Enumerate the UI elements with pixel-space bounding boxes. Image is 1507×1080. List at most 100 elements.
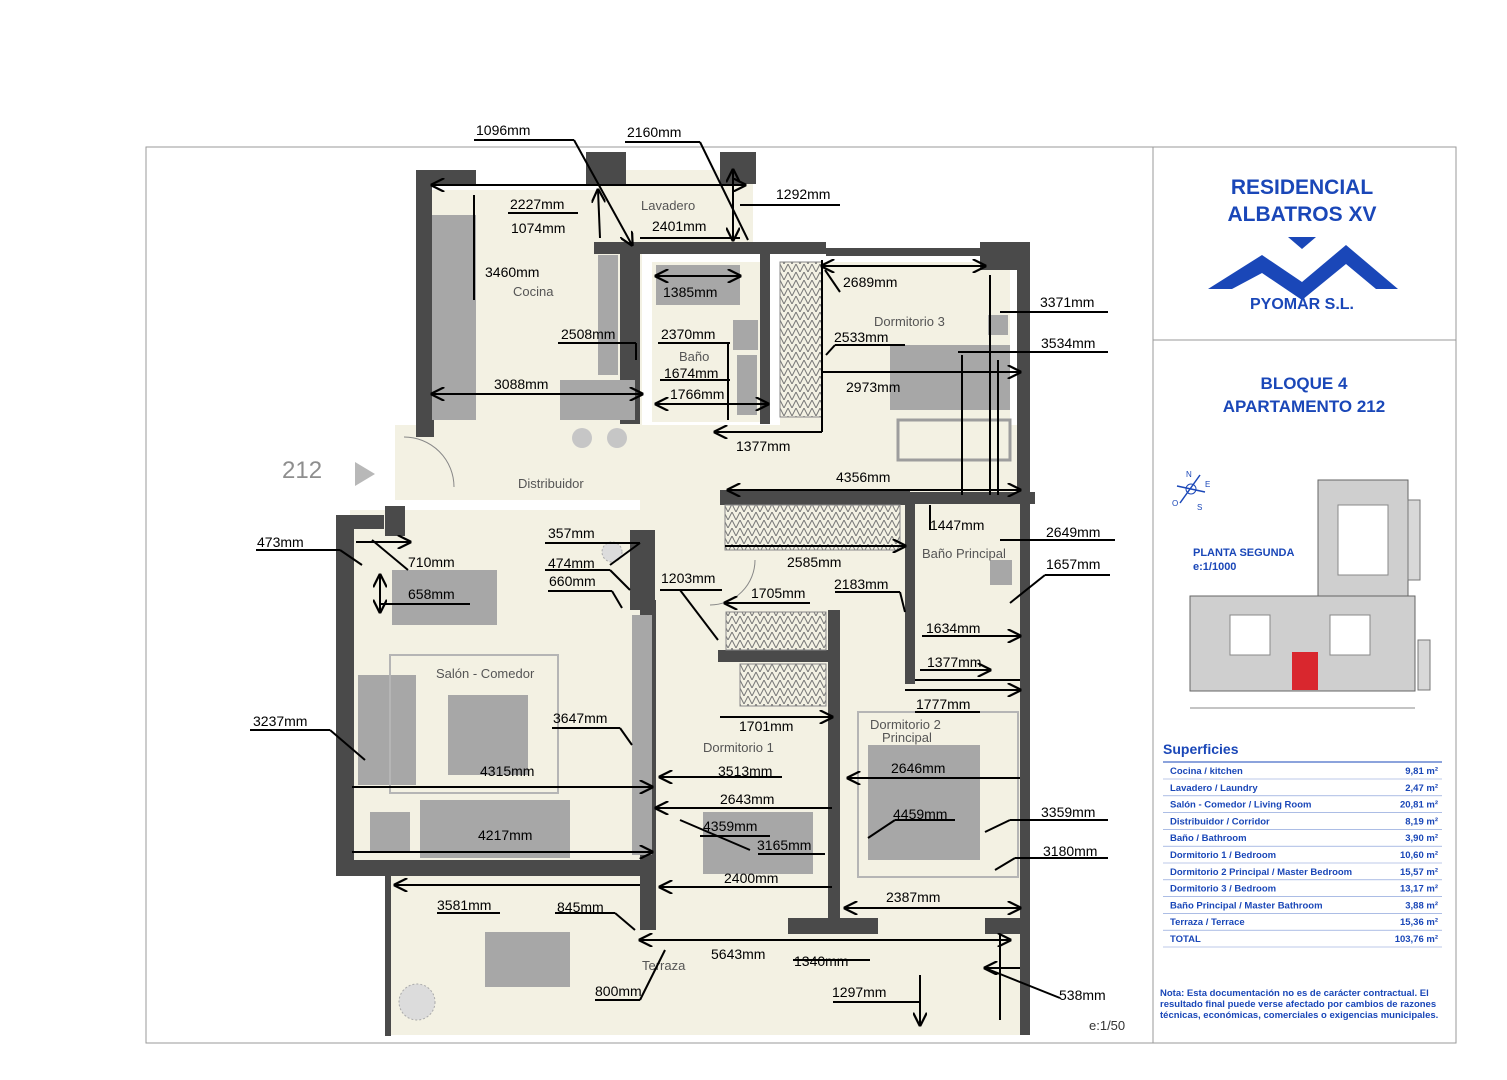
superficie-label: Terraza / Terrace [1170,917,1245,928]
superficies-title: Superficies [1163,741,1239,757]
dim-2646: 2646mm [891,760,945,776]
label-bano-principal: Baño Principal [922,546,1006,561]
dim-2689: 2689mm [843,274,897,290]
dim-3371: 3371mm [1040,294,1094,310]
dim-1766: 1766mm [670,386,724,402]
superficie-value: 13,17 m² [1400,884,1438,895]
label-bano: Baño [679,349,709,364]
label-terraza: Terraza [642,958,686,973]
note-line-1: Nota: Esta documentación no es de caráct… [1160,988,1429,999]
dim-710: 710mm [408,554,455,570]
apartment-highlight [1292,652,1318,690]
dim-2973: 2973mm [846,379,900,395]
disclaimer-note: Nota: Esta documentación no es de caráct… [1160,988,1438,1021]
label-cocina: Cocina [513,284,554,299]
superficie-label: TOTAL [1170,934,1201,945]
compass-icon: N O E S [1172,470,1210,512]
dim-660: 660mm [549,573,596,589]
dim-1340: 1340mm [794,953,848,969]
dim-4315: 4315mm [480,763,534,779]
dim-4217: 4217mm [478,827,532,843]
label-dormitorio-1: Dormitorio 1 [703,740,774,755]
dim-474: 474mm [548,555,595,571]
dim-3237: 3237mm [253,713,307,729]
dim-3359: 3359mm [1041,804,1095,820]
plant-scale: e:1/1000 [1193,561,1236,573]
dim-2370: 2370mm [661,326,715,342]
dim-1777: 1777mm [916,696,970,712]
dim-2401: 2401mm [652,218,706,234]
superficie-label: Dormitorio 3 / Bedroom [1170,884,1276,895]
dim-357: 357mm [548,525,595,541]
superficie-value: 3,90 m² [1405,833,1438,844]
superficie-value: 9,81 m² [1405,766,1438,777]
superficie-label: Dormitorio 2 Principal / Master Bedroom [1170,867,1352,878]
dim-1701: 1701mm [739,718,793,734]
label-dormitorio-3: Dormitorio 3 [874,314,945,329]
key-plan-building [1189,479,1431,709]
label-dormitorio-2: Dormitorio 2 [870,717,941,732]
scale-label: e:1/50 [1089,1018,1125,1033]
dimension-texts: 1096mm 2160mm 1292mm 2227mm 1074mm 2401m… [253,122,1106,1003]
label-dormitorio-2-principal: Principal [882,730,932,745]
apartment-label: APARTAMENTO 212 [1223,397,1385,416]
superficie-value: 103,76 m² [1395,934,1438,945]
superficie-label: Distribuidor / Corridor [1170,816,1270,827]
developer-name: PYOMAR S.L. [1250,296,1354,313]
superficie-value: 15,36 m² [1400,917,1438,928]
dim-2585: 2585mm [787,554,841,570]
dim-473: 473mm [257,534,304,550]
dim-5643: 5643mm [711,946,765,962]
superficie-label: Salón - Comedor / Living Room [1170,800,1311,811]
superficie-value: 3,88 m² [1405,900,1438,911]
dim-1674: 1674mm [664,365,718,381]
dim-658: 658mm [408,586,455,602]
superficie-label: Baño Principal / Master Bathroom [1170,900,1323,911]
dim-800: 800mm [595,983,642,999]
dim-2400: 2400mm [724,870,778,886]
dim-1705: 1705mm [751,585,805,601]
superficie-label: Baño / Bathroom [1170,833,1247,844]
dim-1297: 1297mm [832,984,886,1000]
compass-o: O [1172,499,1178,508]
title-residencial: RESIDENCIAL [1231,176,1374,199]
drawing-frame [145,146,1457,1044]
dim-2387: 2387mm [886,889,940,905]
dim-1292: 1292mm [776,186,830,202]
dim-3180: 3180mm [1043,843,1097,859]
label-salon-comedor: Salón - Comedor [436,666,535,681]
dim-1657: 1657mm [1046,556,1100,572]
superficie-value: 2,47 m² [1405,783,1438,794]
title-albatros: ALBATROS XV [1228,203,1377,226]
title-block: RESIDENCIAL ALBATROS XV PYOMAR S.L. BLOQ… [1208,176,1398,416]
dim-1377-b: 1377mm [927,654,981,670]
superficie-value: 10,60 m² [1400,850,1438,861]
dim-2508: 2508mm [561,326,615,342]
furniture [358,215,1019,1021]
label-lavadero: Lavadero [641,198,695,213]
block-label: BLOQUE 4 [1261,374,1348,393]
dim-3581: 3581mm [437,897,491,913]
dim-1447: 1447mm [930,517,984,533]
dim-1096: 1096mm [476,122,530,138]
note-line-3: técnicas, económicas, comerciales o exig… [1160,1010,1438,1021]
compass-n: N [1186,470,1192,479]
dim-2160: 2160mm [627,124,681,140]
compass-s: S [1197,503,1202,512]
dim-1634: 1634mm [926,620,980,636]
dim-3647: 3647mm [553,710,607,726]
dim-845: 845mm [557,899,604,915]
superficie-label: Dormitorio 1 / Bedroom [1170,850,1276,861]
label-distribuidor: Distribuidor [518,476,584,491]
dim-1385: 1385mm [663,284,717,300]
dim-2643: 2643mm [720,791,774,807]
dim-3513: 3513mm [718,763,772,779]
dim-3088: 3088mm [494,376,548,392]
dim-3165: 3165mm [757,837,811,853]
dim-2649: 2649mm [1046,524,1100,540]
dim-4356: 4356mm [836,469,890,485]
dim-4359: 4359mm [703,818,757,834]
compass-e: E [1205,480,1210,489]
